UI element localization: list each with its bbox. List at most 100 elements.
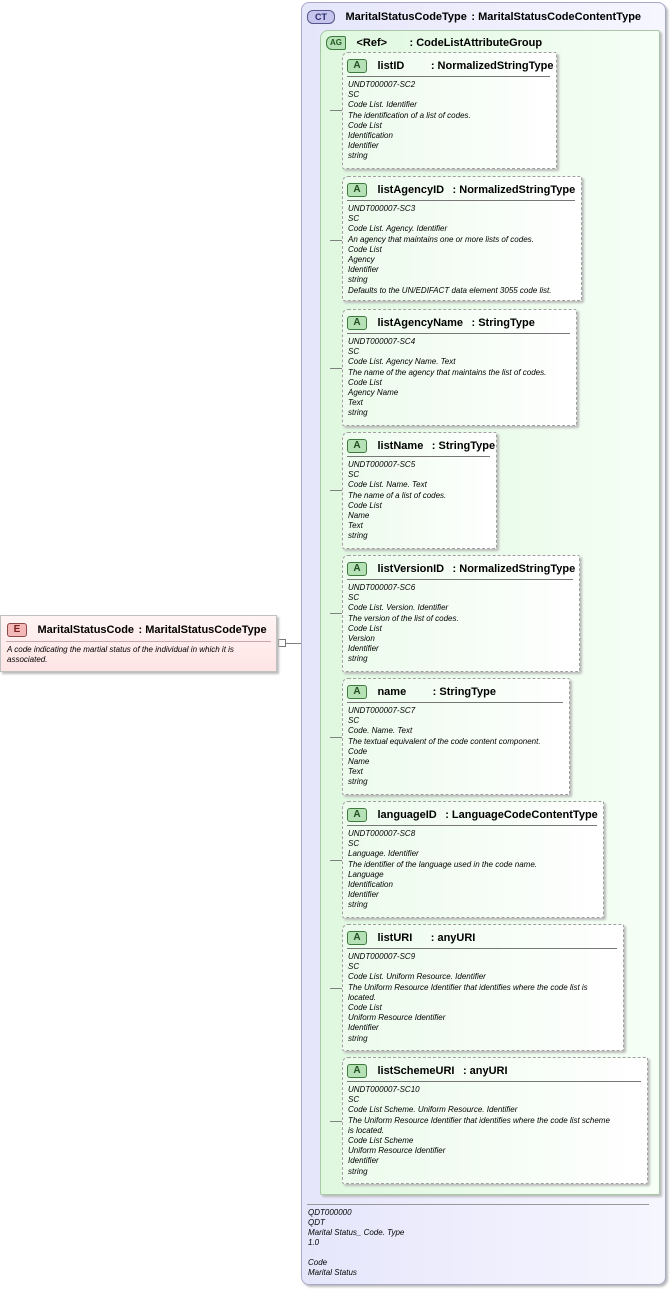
attribute-badge-icon: A [347,930,367,945]
annotation-line: The Uniform Resource Identifier that ide… [348,1115,610,1125]
attribute-type: : StringType [431,439,496,452]
attribute-type: : anyURI [462,1064,508,1077]
attribute-annotations: UNDT000007-SC7 SC Code. Name. Text The t… [348,706,541,788]
element-badge-icon: E [7,622,27,637]
attribute-divider [347,825,597,826]
annotation-line: UNDT000007-SC6 [348,583,416,592]
attribute-badge-icon: A [347,58,367,73]
attribute-type: : anyURI [430,931,476,944]
annotation-line: UNDT000007-SC10 [348,1085,420,1094]
complex-type-divider [307,1204,649,1205]
annotation-line: Identification [348,880,393,890]
annotation-line: Uniform Resource Identifier [348,1146,446,1156]
annotation-line: SC [348,1095,360,1105]
annotation-line: string [348,408,368,418]
annotation-line: Code List [348,1003,382,1013]
annotation-line: The identifier of the language used in t… [348,859,538,869]
attribute-header: A listSchemeURI : anyURI [347,1062,508,1080]
attribute-box-listAgencyID[interactable]: A listAgencyID : NormalizedStringType UN… [342,176,582,301]
annotation-line: string [348,777,368,787]
annotation-line: Identifier [348,141,379,151]
annotation-line: is located. [348,1125,385,1135]
element-divider [6,641,271,642]
attribute-divider [347,948,617,949]
annotation-line: Code List. Identifier [348,100,417,110]
annotation-line: Agency Name [348,388,399,398]
branch-listAgencyID [330,240,342,241]
attribute-box-listSchemeURI[interactable]: A listSchemeURI : anyURI UNDT000007-SC10… [342,1057,648,1184]
attribute-header: A listName : StringType [347,437,495,455]
annotation-line: Code List [348,120,382,130]
annotation-line: Code List. Uniform Resource. Identifier [348,972,486,982]
attribute-box-listAgencyName[interactable]: A listAgencyName : StringType UNDT000007… [342,309,577,426]
attribute-group-name: <Ref> [356,36,388,49]
annotation-line: SC [348,470,360,480]
annotation-line: Name [348,757,370,767]
annotation-line: Identification [348,131,393,141]
footer-line: 1.0 [308,1238,320,1247]
annotation-line: Code List [348,623,382,633]
annotation-line: SC [348,90,360,100]
attribute-box-listName[interactable]: A listName : StringType UNDT000007-SC5 S… [342,432,497,549]
annotation-line: Identifier [348,1023,379,1033]
attribute-divider [347,579,573,580]
attribute-group-header: AG <Ref> : CodeListAttributeGroup [326,34,542,52]
annotation-line: SC [348,347,360,357]
attribute-badge-icon: A [347,1063,367,1078]
annotation-line: The textual equivalent of the code conte… [348,736,541,746]
attribute-type: : StringType [432,685,497,698]
attribute-name: listVersionID [377,562,445,575]
attribute-group-type: : CodeListAttributeGroup [409,36,543,49]
annotation-line: Name [348,511,370,521]
attribute-divider [347,76,550,77]
expand-connector-icon[interactable] [278,639,286,647]
annotation-line: SC [348,214,360,224]
attribute-annotations: UNDT000007-SC4 SC Code List. Agency Name… [348,337,546,419]
annotation-line: string [348,1166,368,1176]
attribute-badge-icon: A [347,561,367,576]
footer-line: QDT [308,1218,325,1227]
branch-languageID [330,860,342,861]
attribute-badge-icon: A [347,315,367,330]
annotation-line: An agency that maintains one or more lis… [348,234,534,244]
attribute-annotations: UNDT000007-SC5 SC Code List. Name. Text … [348,460,446,542]
attribute-header: A listVersionID : NormalizedStringType [347,560,575,578]
attribute-box-listURI[interactable]: A listURI : anyURI UNDT000007-SC9 SC Cod… [342,924,624,1051]
attribute-box-listVersionID[interactable]: A listVersionID : NormalizedStringType U… [342,555,580,672]
attribute-divider [347,1081,641,1082]
attribute-box-languageID[interactable]: A languageID : LanguageCodeContentType U… [342,801,604,918]
annotation-line: Defaults to the UN/EDIFACT data element … [348,285,552,295]
attribute-header: A listAgencyName : StringType [347,314,535,332]
attribute-type: : NormalizedStringType [430,59,554,72]
annotation-line: UNDT000007-SC9 [348,952,416,961]
annotation-line: Version [348,634,375,644]
attribute-name: listAgencyID [377,183,445,196]
annotation-line: Code List. Agency Name. Text [348,357,456,367]
element-box[interactable]: E MaritalStatusCode : MaritalStatusCodeT… [0,615,277,672]
footer-line: Marital Status [308,1268,357,1277]
footer-line: QDT000000 [308,1208,352,1217]
attribute-box-name[interactable]: A name : StringType UNDT000007-SC7 SC Co… [342,678,570,795]
complex-type-type: : MaritalStatusCodeContentType [471,10,642,23]
element-name: MaritalStatusCode [37,623,135,636]
attribute-header: A listID : NormalizedStringType [347,57,553,75]
annotation-line: Language. Identifier [348,849,419,859]
attribute-header: A name : StringType [347,683,496,701]
attribute-badge-icon: A [347,807,367,822]
annotation-line: string [348,654,368,664]
element-header: E MaritalStatusCode : MaritalStatusCodeT… [7,621,267,639]
annotation-line: Code List Scheme. Uniform Resource. Iden… [348,1105,518,1115]
annotation-line: Code [348,746,368,756]
attribute-name: languageID [377,808,437,821]
annotation-line: SC [348,593,360,603]
attribute-divider [347,200,575,201]
annotation-line: UNDT000007-SC8 [348,829,416,838]
attribute-type: : LanguageCodeContentType [445,808,598,821]
annotation-line: Text [348,767,363,777]
attribute-name: listName [377,439,424,452]
annotation-line: Text [348,521,363,531]
attribute-header: A listURI : anyURI [347,929,475,947]
annotation-line: string [348,531,368,541]
attribute-box-listID[interactable]: A listID : NormalizedStringType UNDT0000… [342,52,557,169]
branch-listURI [330,988,342,989]
